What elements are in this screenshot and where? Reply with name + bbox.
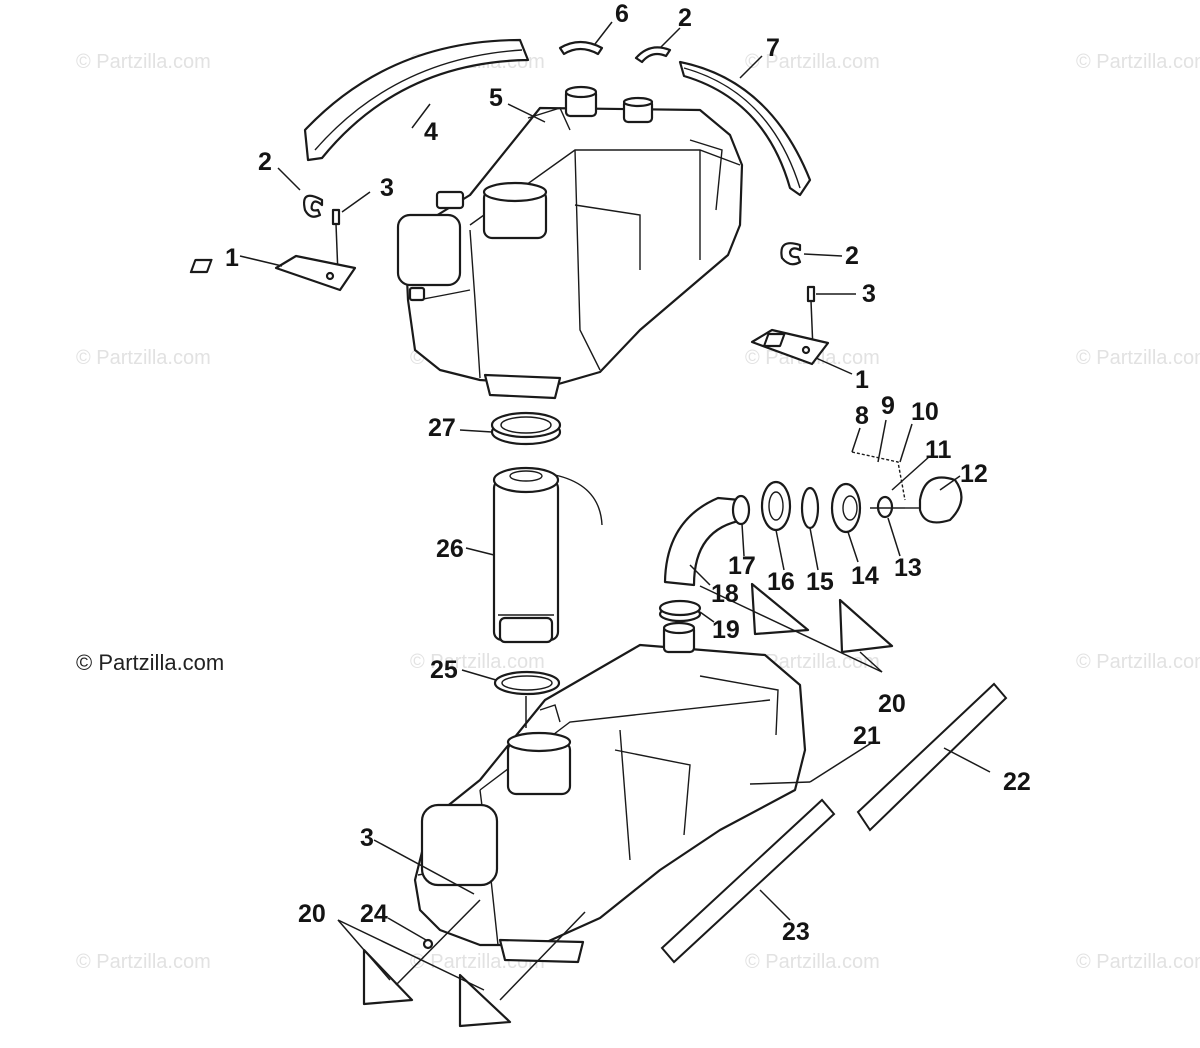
watermark: © Partzilla.com: [76, 51, 211, 73]
watermark: © Partzilla.com: [745, 51, 880, 73]
tank-strap-right: [678, 60, 812, 197]
watermark: © Partzilla.com: [1076, 51, 1200, 73]
callout-label: 6: [615, 0, 629, 28]
retaining-clip: [634, 46, 672, 64]
watermark: © Partzilla.com: [76, 951, 211, 973]
retaining-clip: [303, 194, 324, 218]
fuel-pump-lock-ring: [490, 411, 562, 446]
watermark: © Partzilla.com: [1076, 347, 1200, 369]
callout-label: 2: [258, 148, 272, 176]
watermark: © Partzilla.com: [76, 347, 211, 369]
callout-label: 15: [806, 568, 834, 596]
callout-label: 8: [855, 402, 869, 430]
callout-labels: 1 1 2 2 2 3 3 3 4 5 6 7 8 9 10 11 12 13 …: [225, 0, 1031, 946]
callout-label: 16: [767, 568, 795, 596]
callout-label: 26: [436, 535, 464, 563]
watermark: © Partzilla.com: [1076, 651, 1200, 673]
filler-neck: [760, 480, 792, 532]
filler-cap: [905, 476, 963, 524]
callout-label: 27: [428, 414, 456, 442]
tank-side-box: [420, 803, 499, 887]
callout-label: 20: [878, 690, 906, 718]
watermark: © Partzilla.com: [410, 651, 545, 673]
callout-label: 14: [851, 562, 879, 590]
lower-fuel-tank: [413, 621, 807, 964]
filler-housing: [830, 482, 862, 534]
callout-label: 12: [960, 460, 988, 488]
copyright-notice: © Partzilla.com: [76, 650, 224, 675]
watermark-layer: © Partzilla.com © Partzilla.com © Partzi…: [76, 51, 1200, 973]
filler-gasket: [800, 486, 820, 530]
callout-label: 20: [298, 900, 326, 928]
tank-pad-side: [856, 682, 1008, 832]
filler-ring: [658, 599, 702, 623]
callout-label: 9: [881, 392, 895, 420]
leader-lines: [239, 21, 991, 1001]
callout-label: 13: [894, 554, 922, 582]
corner-pad: [838, 598, 894, 654]
tank-side-box: [396, 213, 462, 287]
retaining-clip: [780, 242, 802, 266]
mounting-plate: [750, 328, 830, 366]
o-ring: [876, 495, 894, 519]
callout-label: 3: [360, 824, 374, 852]
callout-label: 25: [430, 656, 458, 684]
callout-label: 17: [728, 552, 756, 580]
callout-label: 1: [855, 366, 869, 394]
cap-tether: [851, 451, 906, 501]
corner-pad: [458, 973, 512, 1028]
washer: [422, 938, 434, 950]
callout-label: 21: [853, 722, 881, 750]
upper-fuel-tank: [396, 85, 744, 400]
retaining-clip: [558, 40, 604, 56]
callout-label: 22: [1003, 768, 1031, 796]
callout-label: 19: [712, 616, 740, 644]
callout-label: 4: [424, 118, 438, 146]
fuel-pump-assembly: [492, 466, 603, 644]
watermark: © Partzilla.com: [745, 951, 880, 973]
callout-label: 2: [845, 242, 859, 270]
callout-label: 3: [862, 280, 876, 308]
callout-label: 3: [380, 174, 394, 202]
corner-pad: [750, 582, 810, 636]
mounting-plate: [189, 254, 357, 292]
callout-label: 11: [925, 436, 952, 464]
tank-pad-bottom: [660, 798, 836, 964]
callout-label: 1: [225, 244, 239, 272]
callout-label: 10: [911, 398, 939, 426]
pump-seal: [493, 670, 561, 696]
watermark: © Partzilla.com: [1076, 951, 1200, 973]
callout-label: 5: [489, 84, 503, 112]
callout-label: 2: [678, 4, 692, 32]
callout-label: 18: [711, 580, 739, 608]
hose-clamp: [731, 494, 751, 526]
callout-label: 24: [360, 900, 388, 928]
callout-label: 23: [782, 918, 810, 946]
callout-label: 7: [766, 34, 780, 62]
